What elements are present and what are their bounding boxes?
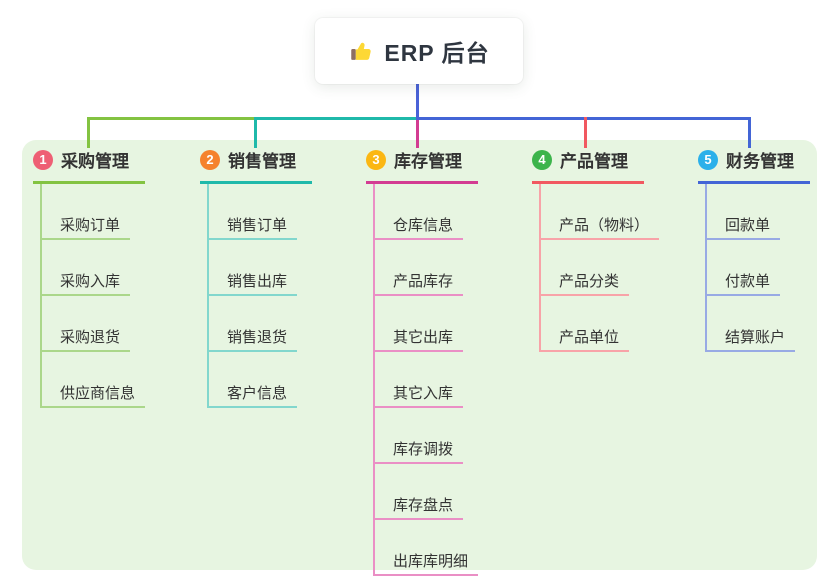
child-node[interactable]: 采购入库	[42, 240, 131, 296]
child-node[interactable]: 库存调拨	[375, 408, 464, 464]
child-node[interactable]: 仓库信息	[375, 184, 464, 240]
child-node[interactable]: 客户信息	[209, 352, 298, 408]
badge-3: 3	[366, 149, 386, 170]
branch-label: 财务管理	[726, 152, 794, 171]
branch-inventory-title[interactable]: 3 库存管理	[366, 147, 478, 184]
thumbs-up-icon	[348, 38, 374, 64]
connector-branch-2-rail	[254, 117, 419, 120]
connector-branch-1-rail	[87, 117, 419, 120]
child-node[interactable]: 销售订单	[209, 184, 298, 240]
branch-sales: 2 销售管理 销售订单 销售出库 销售退货 客户信息	[200, 147, 320, 408]
connector-branch-2-drop	[254, 117, 257, 148]
branch-purchase: 1 采购管理 采购订单 采购入库 采购退货 供应商信息	[33, 147, 153, 408]
child-node[interactable]: 产品（物料）	[541, 184, 660, 240]
branch-purchase-title[interactable]: 1 采购管理	[33, 147, 145, 184]
badge-1: 1	[33, 149, 53, 170]
branch-product-title[interactable]: 4 产品管理	[532, 147, 644, 184]
child-node[interactable]: 库存盘点	[375, 464, 464, 520]
child-node[interactable]: 产品分类	[541, 240, 630, 296]
connector-root-line	[416, 84, 419, 120]
connector-branch-3-drop	[416, 119, 419, 148]
branch-sales-title[interactable]: 2 销售管理	[200, 147, 312, 184]
child-node[interactable]: 出库库明细	[375, 520, 479, 576]
branch-finance-children: 回款单 付款单 结算账户	[705, 184, 818, 352]
connector-branch-5-drop	[748, 117, 751, 148]
child-node[interactable]: 结算账户	[707, 296, 796, 352]
child-node[interactable]: 销售出库	[209, 240, 298, 296]
child-node[interactable]: 采购订单	[42, 184, 131, 240]
branch-product: 4 产品管理 产品（物料） 产品分类 产品单位	[532, 147, 660, 352]
child-node[interactable]: 回款单	[707, 184, 781, 240]
child-node[interactable]: 销售退货	[209, 296, 298, 352]
branch-finance: 5 财务管理 回款单 付款单 结算账户	[698, 147, 818, 352]
connector-branch-4-drop	[584, 117, 587, 148]
child-node[interactable]: 产品单位	[541, 296, 630, 352]
child-node[interactable]: 供应商信息	[42, 352, 146, 408]
root-node-label: ERP 后台	[384, 40, 490, 66]
child-node[interactable]: 其它入库	[375, 352, 464, 408]
connector-branch-1-drop	[87, 117, 90, 148]
branch-label: 采购管理	[61, 152, 129, 171]
branch-purchase-children: 采购订单 采购入库 采购退货 供应商信息	[40, 184, 153, 408]
branch-panel	[22, 140, 817, 570]
badge-5: 5	[698, 149, 718, 170]
badge-4: 4	[532, 149, 552, 170]
branch-inventory-children: 仓库信息 产品库存 其它出库 其它入库 库存调拨 库存盘点 出库库明细	[373, 184, 486, 576]
root-node[interactable]: ERP 后台	[315, 18, 523, 84]
branch-sales-children: 销售订单 销售出库 销售退货 客户信息	[207, 184, 320, 408]
branch-finance-title[interactable]: 5 财务管理	[698, 147, 810, 184]
badge-2: 2	[200, 149, 220, 170]
child-node[interactable]: 产品库存	[375, 240, 464, 296]
branch-product-children: 产品（物料） 产品分类 产品单位	[539, 184, 660, 352]
child-node[interactable]: 其它出库	[375, 296, 464, 352]
child-node[interactable]: 采购退货	[42, 296, 131, 352]
branch-inventory: 3 库存管理 仓库信息 产品库存 其它出库 其它入库 库存调拨 库存盘点 出库库…	[366, 147, 486, 576]
child-node[interactable]: 付款单	[707, 240, 781, 296]
branch-label: 销售管理	[228, 152, 296, 171]
branch-label: 产品管理	[560, 152, 628, 171]
branch-label: 库存管理	[394, 152, 462, 171]
